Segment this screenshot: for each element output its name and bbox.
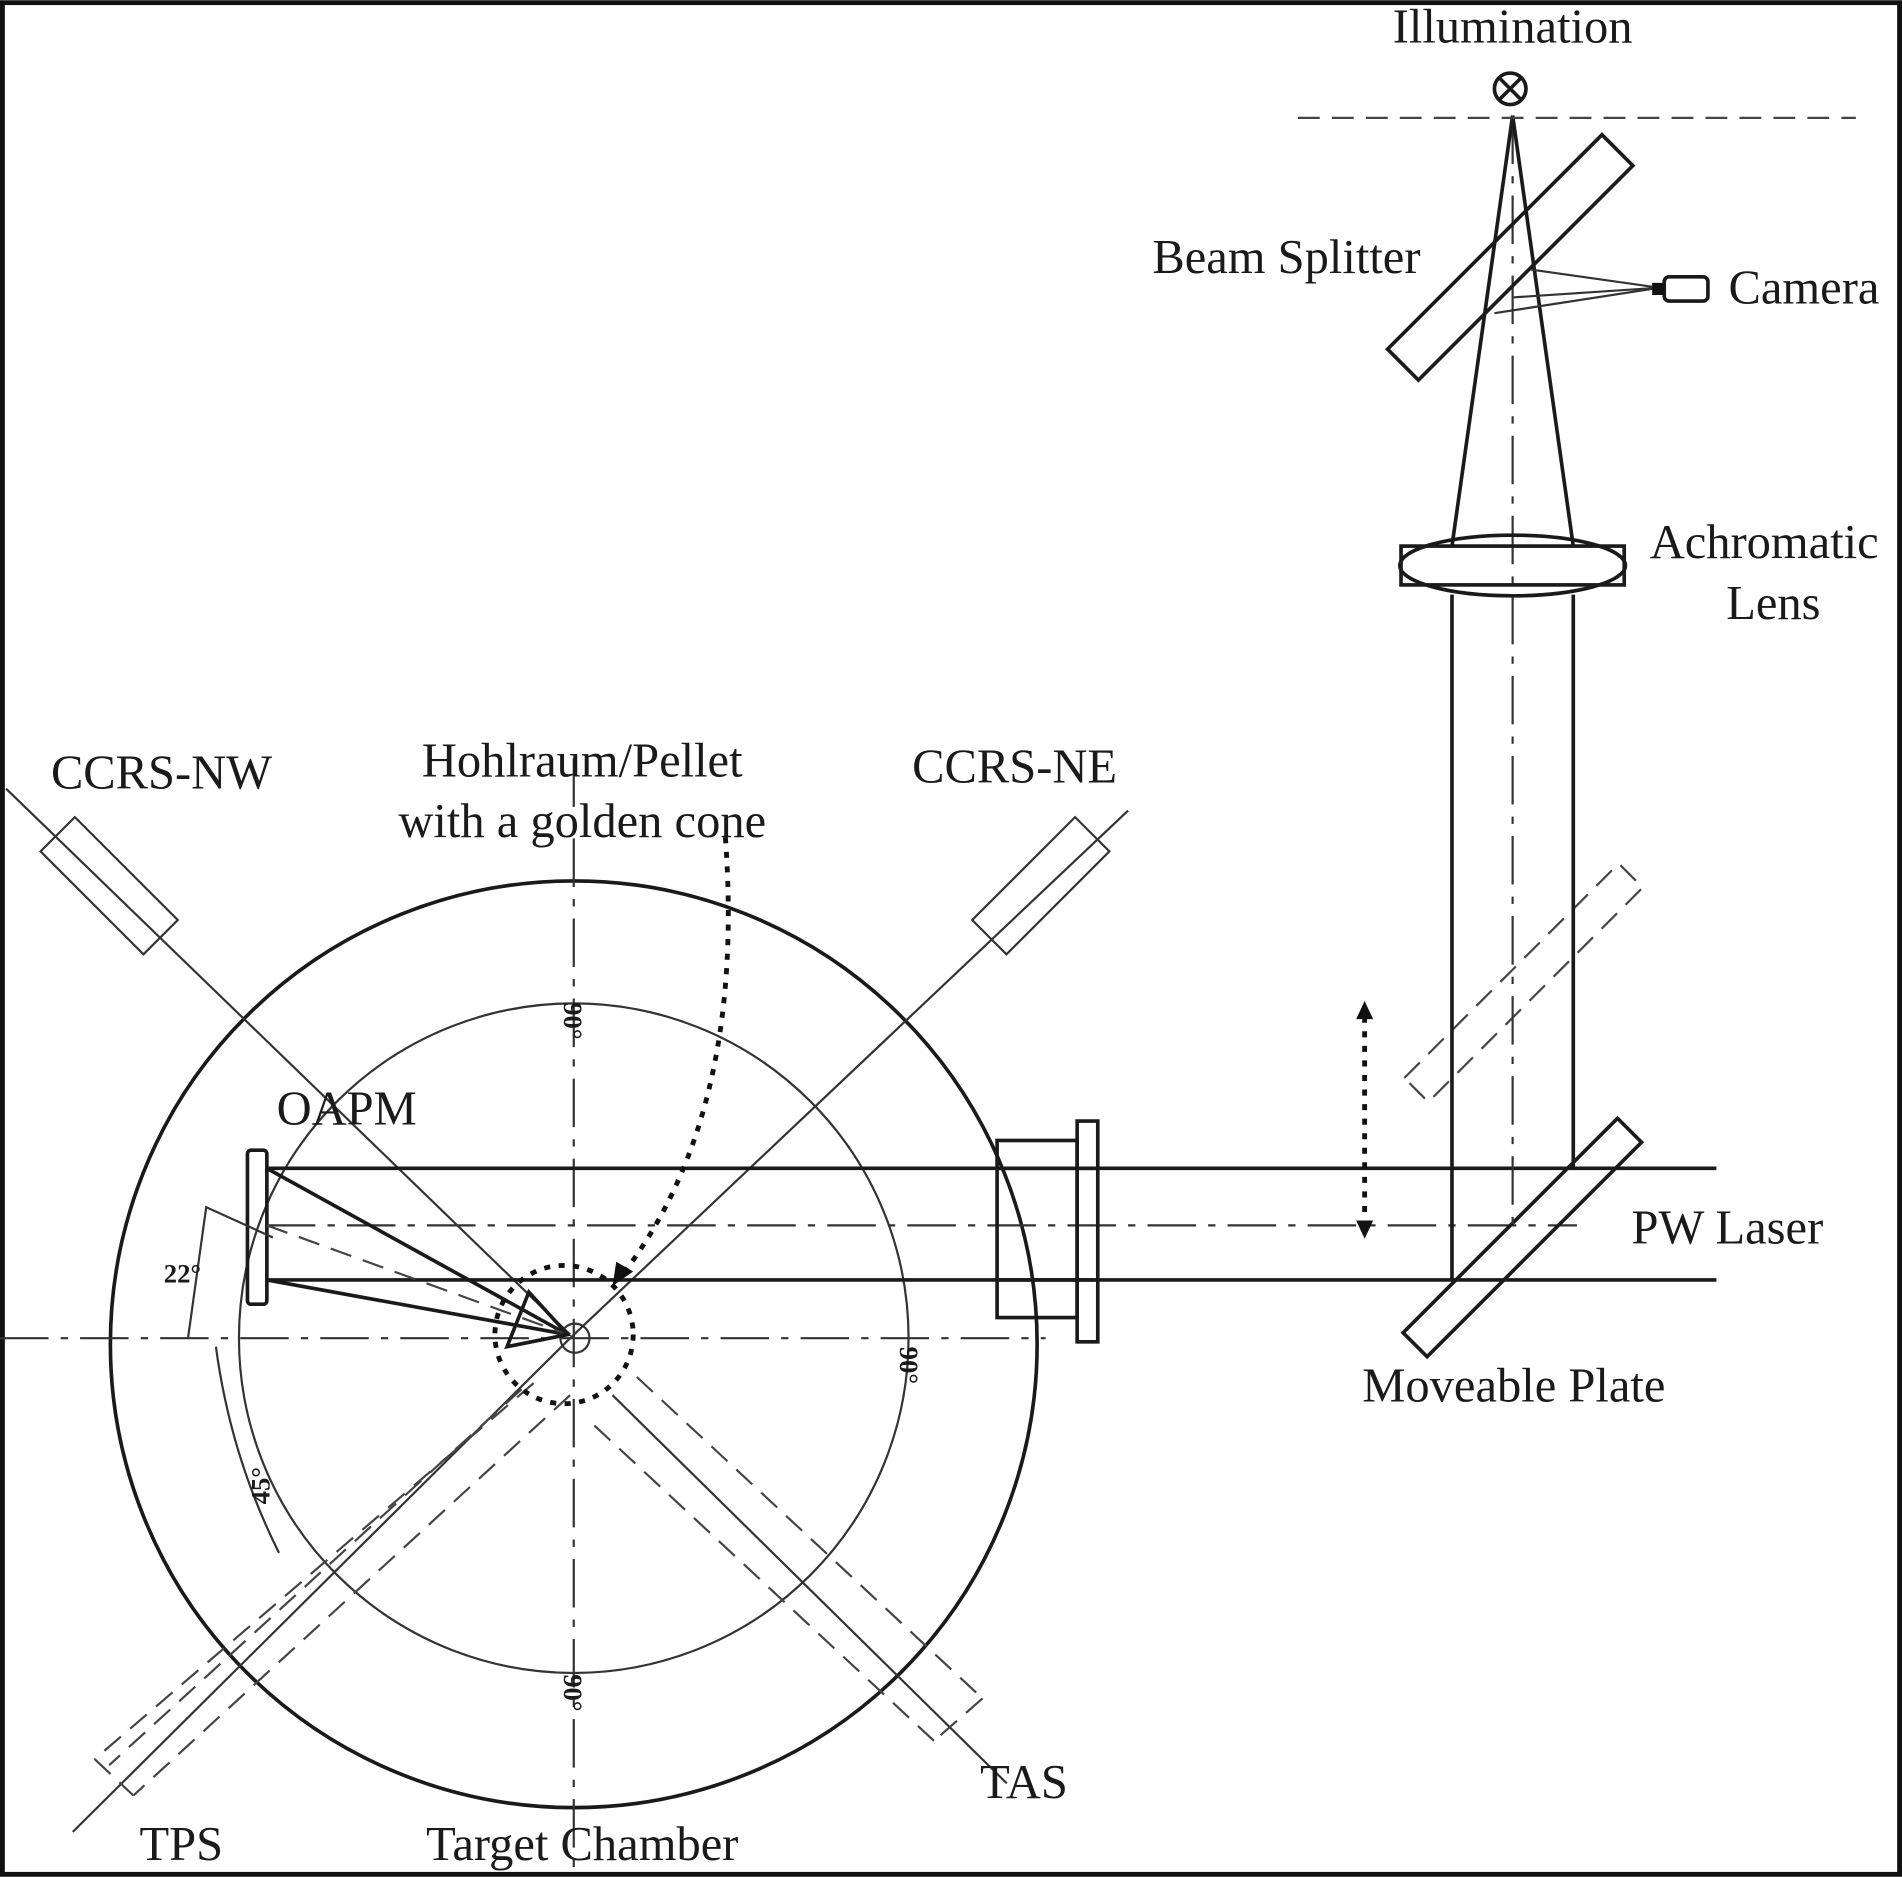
label-ccrs-ne: CCRS-NE [912,741,1117,794]
angle-22: 22° [164,1258,201,1288]
ccrs-ne-detector [569,809,1129,1339]
label-hohlraum-2: with a golden cone [398,795,766,848]
label-hohlraum-1: Hohlraum/Pellet [422,735,743,788]
label-tas: TAS [980,1756,1068,1809]
tps-spectrometer [72,1337,571,1833]
port-flange [1075,1119,1100,1344]
label-achromatic-lens-1: Achromatic [1650,516,1879,569]
imaging-arm [1297,115,1856,1280]
hohlraum-target [492,1262,636,1407]
label-pw-laser: PW Laser [1631,1202,1823,1255]
camera-rays [1494,268,1660,315]
angle-90-right: 90° [894,1347,924,1384]
moveable-plate-alt-position [1402,862,1645,1104]
illumination-source-icon [1492,71,1528,107]
arrow-head-icon [612,1261,634,1287]
label-illumination: Illumination [1393,1,1633,54]
pw-laser-beam [266,1166,1717,1282]
camera-icon [1652,274,1710,303]
angle-45: 45° [245,1467,275,1504]
label-tps: TPS [139,1818,223,1871]
label-target-chamber: Target Chamber [426,1818,738,1871]
moveable-plate [1400,1115,1645,1360]
label-beam-splitter: Beam Splitter [1152,231,1420,284]
tas-spectrometer [593,1376,1008,1785]
angle-90-top: 90° [558,1002,588,1039]
label-moveable-plate: Moveable Plate [1362,1359,1665,1412]
plate-motion-arrow [1356,1000,1374,1239]
label-achromatic-lens-2: Lens [1726,577,1820,630]
label-camera: Camera [1729,261,1880,314]
beam-splitter [1384,132,1636,383]
achromatic-lens [1397,533,1628,598]
label-oapm: OAPM [277,1083,417,1136]
pointer-arrow [619,837,731,1278]
oapm-mirror [186,1148,569,1554]
label-ccrs-nw: CCRS-NW [51,747,272,800]
angle-90-bottom: 90° [558,1674,588,1711]
ccrs-nw-detector [5,787,571,1336]
target-chamber [0,758,1046,1869]
